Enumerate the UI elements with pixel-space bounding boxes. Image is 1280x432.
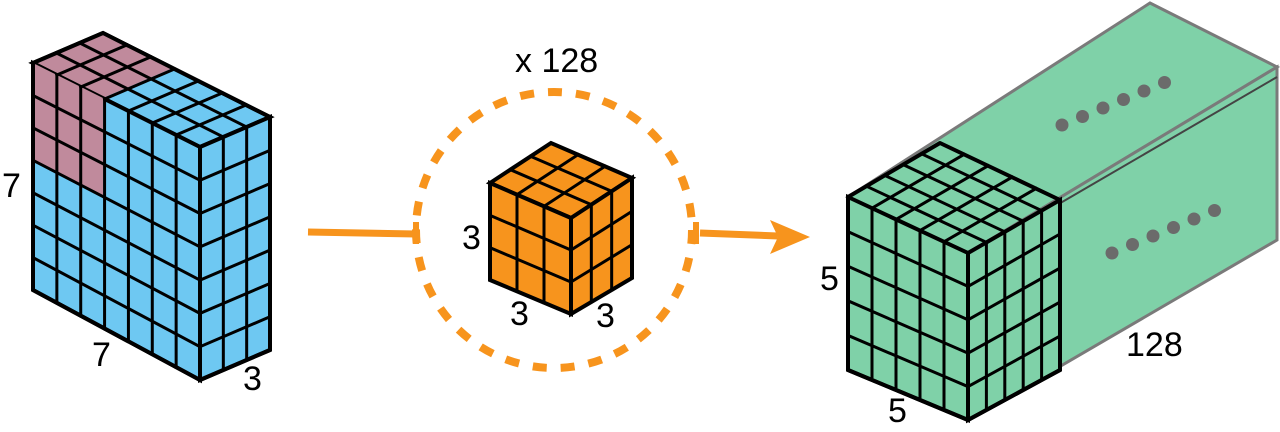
input-height-label: 7 — [2, 167, 21, 205]
kernel-height-label: 3 — [462, 219, 481, 257]
output-side-crease — [1056, 76, 1278, 206]
input-side-grid-line — [198, 314, 272, 349]
output-side-grid-line — [965, 333, 1063, 389]
input-front-grid-line — [30, 255, 203, 349]
output-top-grid-line — [919, 151, 1044, 213]
kernel-top-grid-line — [541, 164, 608, 209]
output-side-grid-line — [965, 265, 1063, 322]
ellipsis-dot — [1105, 246, 1119, 260]
output-front-grid-line — [846, 298, 970, 356]
ellipsis-dot — [1055, 118, 1069, 132]
arrow-to-kernel — [307, 228, 417, 238]
ellipsis-dot — [1117, 93, 1130, 106]
kernel-width-label: 3 — [510, 295, 529, 333]
input-front-grid-line — [30, 190, 203, 283]
output-front-grid-line — [846, 229, 970, 289]
input-receptive-field-front — [33, 63, 103, 196]
kernel-top-grid-line — [508, 167, 594, 207]
input-top-grid-line — [150, 91, 225, 125]
kernel-front-grid-line — [488, 245, 573, 284]
input-side-face — [198, 113, 272, 384]
output-volume — [844, 1, 1280, 424]
input-top-grid-line — [126, 79, 201, 113]
ellipsis-dot — [1167, 221, 1180, 234]
output-width-label: 5 — [888, 392, 907, 430]
input-side-grid-line — [198, 248, 272, 283]
filter-count-label: x 128 — [515, 42, 598, 80]
output-front-grid-line — [846, 333, 970, 389]
input-outline — [31, 31, 272, 382]
output-top-grid-line — [941, 186, 1039, 244]
input-top-grid-line — [77, 40, 249, 130]
output-front-outline — [846, 141, 1062, 422]
kernel-grid-lines — [488, 152, 635, 305]
input-front-grid-line — [30, 158, 203, 249]
input-front-grid-line — [30, 93, 203, 183]
input-top-grid-line — [102, 67, 177, 101]
output-top-grid-line — [893, 163, 991, 222]
kernel-depth-label: 3 — [596, 297, 615, 335]
output-ellipsis-dots-lower — [1105, 204, 1221, 260]
kernel-front-grid-line — [488, 213, 573, 252]
output-top-grid-line — [901, 162, 1026, 224]
output-side-grid-lines — [965, 209, 1063, 412]
output-front-grid-line — [846, 264, 970, 322]
input-front-grid-line — [30, 223, 203, 316]
input-side-grid-line — [198, 214, 272, 249]
output-side-grid-line — [965, 231, 1063, 289]
output-top-grid-line — [869, 152, 967, 211]
ellipsis-dot — [1076, 110, 1089, 123]
output-depth-label: 128 — [1126, 326, 1183, 364]
output-top-grid-line — [882, 173, 1007, 234]
ellipsis-dot — [1158, 76, 1171, 89]
output-side-grid-line — [965, 299, 1063, 356]
input-top-grid-line — [54, 50, 226, 140]
kernel-top-grid-line — [528, 154, 614, 194]
input-front-grid-line — [30, 125, 203, 216]
ellipsis-dot — [1126, 238, 1139, 251]
ellipsis-dot — [1208, 204, 1221, 217]
ellipsis-dot — [1096, 101, 1110, 115]
kernel-top-grid-line — [514, 152, 581, 197]
input-depth-label: 3 — [243, 360, 262, 398]
input-side-grid-line — [198, 181, 272, 216]
input-side-grid-line — [198, 281, 272, 316]
kernel-side-grid-line — [568, 209, 635, 253]
arrow-to-output — [699, 220, 810, 254]
kernel-cube — [485, 140, 637, 318]
input-width-label: 7 — [92, 336, 111, 374]
output-height-label: 5 — [820, 260, 839, 298]
ellipsis-dot — [1187, 212, 1201, 226]
input-top-grid-line — [78, 55, 153, 89]
output-ellipsis-dots-upper — [1055, 76, 1171, 132]
input-top-grid-line — [174, 103, 249, 137]
ellipsis-dot — [1137, 84, 1151, 98]
output-top-grid-line — [917, 175, 1015, 233]
input-side-grid-line — [198, 148, 272, 183]
ellipsis-dot — [1146, 229, 1160, 243]
input-top-grid-line — [54, 43, 129, 77]
output-grid-lines — [846, 151, 1044, 412]
input-grid-lines — [30, 40, 272, 372]
input-volume — [28, 30, 275, 384]
kernel-side-grid-line — [568, 242, 635, 285]
output-top-grid-line — [864, 184, 989, 245]
